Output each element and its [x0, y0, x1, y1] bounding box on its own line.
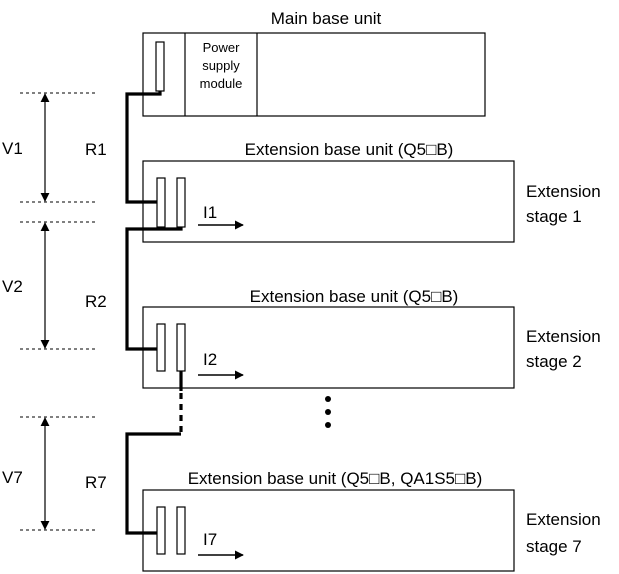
cable-r1 — [125, 91, 162, 204]
cable-r1-label: R1 — [85, 140, 107, 159]
ext1-stage-label-1: Extension — [526, 182, 601, 201]
ext1-stage-label-2: stage 1 — [526, 207, 582, 226]
ext2-stage-label-2: stage 2 — [526, 352, 582, 371]
cable-r2-label: R2 — [85, 292, 107, 311]
ext7-base-unit — [142, 489, 515, 572]
power-supply-label-2: supply — [202, 58, 240, 73]
ext1-connector-in — [156, 177, 166, 228]
ext1-title: Extension base unit (Q5□B) — [245, 140, 454, 159]
main-base-title: Main base unit — [271, 9, 382, 28]
ext2-stage-label-1: Extension — [526, 327, 601, 346]
ext7-current-label: I7 — [203, 530, 217, 549]
main-base-unit — [142, 32, 486, 117]
ext7-connector-out — [176, 506, 186, 555]
ext7-stage-label-2: stage 7 — [526, 537, 582, 556]
ext2-connector-in — [156, 323, 166, 372]
ext7-connector-in — [156, 506, 166, 555]
ellipsis-dot-1 — [325, 396, 331, 402]
ellipsis-dot-3 — [325, 422, 331, 428]
power-supply-label-3: module — [200, 76, 243, 91]
main-base-connector — [155, 41, 165, 92]
ext2-current-label: I2 — [203, 350, 217, 369]
ext2-title: Extension base unit (Q5□B) — [250, 287, 459, 306]
cable-r7-label: R7 — [85, 473, 107, 492]
v2-label: V2 — [2, 277, 23, 296]
ext1-current-label: I1 — [203, 203, 217, 222]
ext7-title: Extension base unit (Q5□B, QA1S5□B) — [188, 469, 483, 488]
ext1-base-unit — [142, 160, 515, 243]
v7-label: V7 — [2, 468, 23, 487]
power-supply-label-1: Power — [203, 40, 241, 55]
ext2-connector-out — [176, 323, 186, 372]
ext7-stage-label-1: Extension — [526, 510, 601, 529]
cable-r7 — [125, 432, 181, 535]
ext1-connector-out — [176, 177, 186, 228]
cable-r2 — [125, 227, 183, 351]
v1-label: V1 — [2, 139, 23, 158]
ext2-base-unit — [142, 306, 515, 389]
ellipsis-dot-2 — [325, 409, 331, 415]
